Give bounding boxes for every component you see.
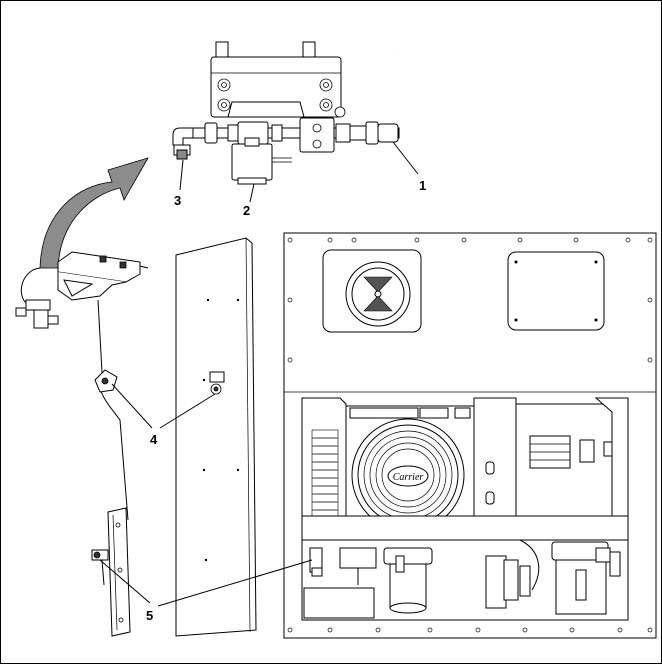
callout-3: 3: [174, 193, 181, 208]
side-panel: [175, 237, 257, 637]
callout-leaders: [99, 141, 419, 607]
carrier-logo: Carrier: [393, 472, 424, 483]
callout-4: 4: [150, 432, 158, 447]
valve-assembly-detail: [172, 41, 400, 185]
unit-front-view: Carrier: [283, 232, 657, 639]
callout-2: 2: [243, 203, 250, 218]
detail-pointer-arrow: [39, 157, 149, 269]
sensor-bracket-assembly: [15, 251, 149, 637]
callout-5: 5: [146, 608, 153, 623]
callout-1: 1: [419, 178, 426, 193]
perimeter-rivets: [287, 237, 653, 633]
louver-grille: [311, 429, 339, 531]
